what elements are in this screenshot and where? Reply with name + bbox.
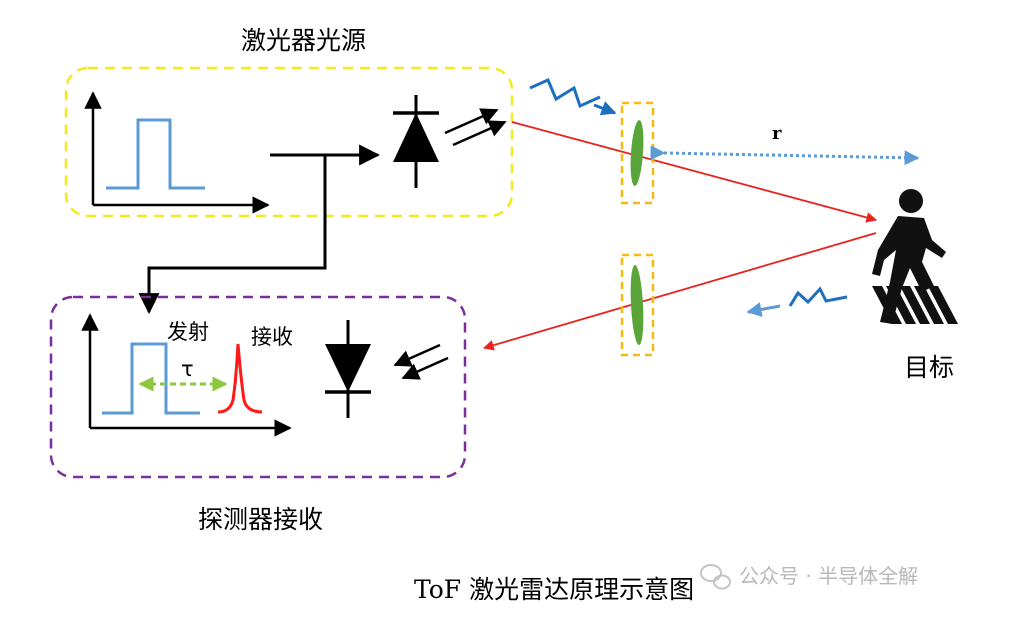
transmit-lens-box	[620, 101, 655, 205]
emission-arrows-icon	[444, 108, 507, 147]
reference-signal-line	[138, 155, 327, 315]
receive-lens-box	[620, 253, 655, 357]
receive-lens	[630, 265, 644, 345]
echo-pulse	[217, 343, 263, 414]
detector-receive-label: 探测器接收	[198, 505, 324, 534]
target-label: 目标	[904, 353, 955, 382]
distance-line	[650, 145, 920, 166]
laser-source-box	[64, 66, 514, 218]
emitted-pulse	[106, 118, 205, 190]
figure-caption: ToF 激光雷达原理示意图	[414, 575, 695, 604]
detector-axes	[81, 313, 292, 437]
ambient-light-icon	[529, 78, 617, 116]
photodiode-icon	[325, 320, 371, 418]
outgoing-laser-beam	[511, 121, 878, 223]
ambient-light-return-icon	[746, 286, 848, 317]
incoming-arrows-icon	[393, 343, 449, 380]
laser-source-label: 激光器光源	[241, 26, 367, 55]
tau-label: τ	[181, 357, 194, 381]
detector-box	[49, 295, 467, 479]
laser-pulse-axes	[84, 91, 270, 214]
wechat-icon	[700, 564, 731, 590]
watermark-text: 公众号 · 半导体全解	[739, 564, 919, 588]
laser-diode-icon	[393, 95, 439, 188]
reference-pulse	[102, 342, 200, 415]
returning-laser-beam	[482, 232, 877, 351]
receive-label: 接收	[251, 325, 293, 349]
distance-r-label: r	[772, 123, 782, 144]
transmit-lens	[630, 120, 644, 186]
pedestrian-target-icon	[872, 189, 958, 324]
emit-label: 发射	[167, 320, 209, 344]
